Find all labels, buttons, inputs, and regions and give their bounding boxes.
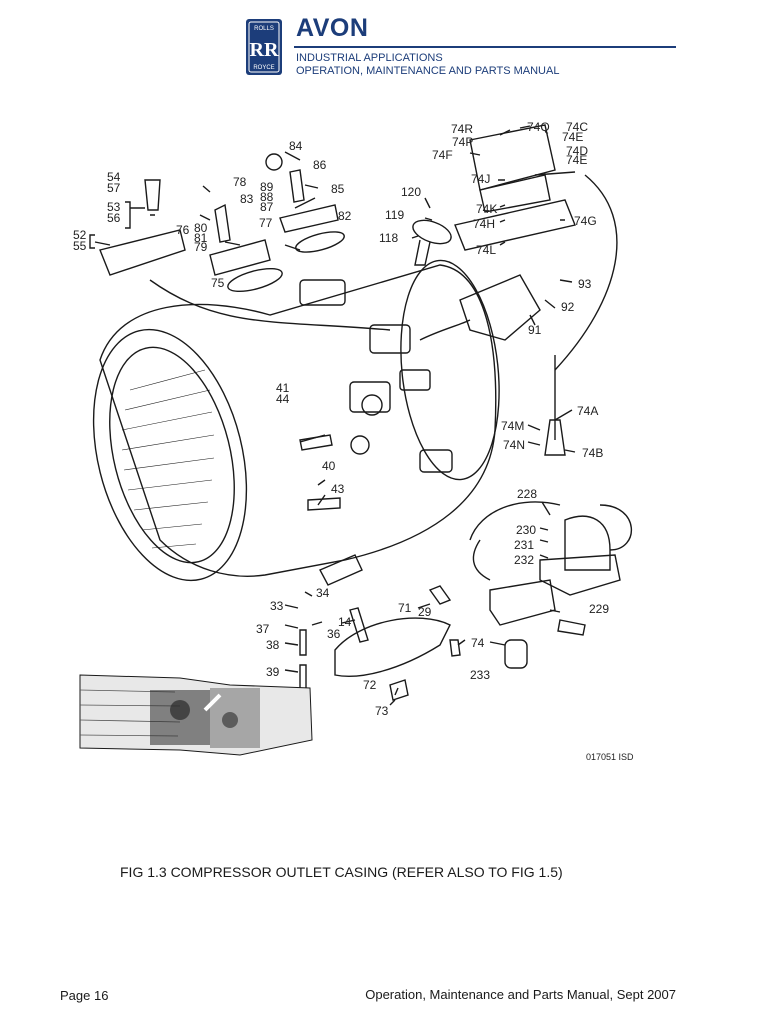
- part-label: 79: [194, 240, 208, 254]
- part-label: 74E: [562, 130, 583, 144]
- header-divider: [294, 46, 676, 48]
- part-label: 232: [514, 553, 534, 567]
- part-label: 85: [331, 182, 345, 196]
- part-label: 74G: [574, 214, 597, 228]
- part-label: 53: [107, 200, 121, 214]
- part-label: 83: [240, 192, 254, 206]
- part-label: 74E: [566, 153, 587, 167]
- part-label: 92: [561, 300, 575, 314]
- part-label: 56: [107, 211, 121, 225]
- part-label: 55: [73, 239, 87, 253]
- part-label: 38: [266, 638, 280, 652]
- part-label: 74H: [473, 217, 495, 231]
- brand-title: AVON: [296, 14, 369, 42]
- part-label: 52: [73, 228, 87, 242]
- part-label: 80: [194, 221, 208, 235]
- part-label: 88: [260, 190, 274, 204]
- part-label: 74P: [452, 135, 473, 149]
- part-label: 74R: [451, 122, 473, 136]
- drawing-reference-id: 017051 ISD: [586, 752, 634, 762]
- part-label: 29: [418, 605, 432, 619]
- part-label: 78: [233, 175, 247, 189]
- part-label: 74Q: [527, 120, 550, 134]
- part-label: 228: [517, 487, 537, 501]
- part-label: 74A: [577, 404, 598, 418]
- part-label: 74C: [566, 120, 588, 134]
- part-label: 84: [289, 139, 303, 153]
- part-label: 119: [385, 208, 404, 222]
- part-label: 75: [211, 276, 225, 290]
- logo-text-top: ROLLS: [254, 26, 274, 32]
- part-label: 71: [398, 601, 412, 615]
- part-label: 74L: [476, 243, 496, 257]
- part-label: 87: [260, 200, 274, 214]
- part-label: 120: [401, 185, 421, 199]
- part-label: 231: [514, 538, 534, 552]
- part-label: 86: [313, 158, 327, 172]
- figure-caption: FIG 1.3 COMPRESSOR OUTLET CASING (REFER …: [120, 864, 563, 880]
- part-label: 37: [256, 622, 270, 636]
- part-label: 33: [270, 599, 284, 613]
- part-label: 41: [276, 381, 290, 395]
- part-label: 44: [276, 392, 290, 406]
- rolls-royce-logo: ROLLS RR ROYCE: [246, 19, 282, 75]
- header-subtitle-2: OPERATION, MAINTENANCE AND PARTS MANUAL: [296, 65, 560, 77]
- part-label: 36: [327, 627, 341, 641]
- part-label: 77: [259, 216, 273, 230]
- exploded-parts-drawing: 74R 74Q 74C 74E 74P 74D 74F 74E 74J 120 …: [73, 120, 633, 756]
- part-label: 91: [528, 323, 542, 337]
- footer-manual-title: Operation, Maintenance and Parts Manual,…: [365, 987, 676, 1002]
- page-number: Page 16: [60, 988, 109, 1003]
- part-label: 93: [578, 277, 592, 291]
- part-label: 74F: [432, 148, 453, 162]
- part-label: 81: [194, 231, 208, 245]
- part-label: 74D: [566, 144, 588, 158]
- part-label: 40: [322, 459, 336, 473]
- header-subtitle-1: INDUSTRIAL APPLICATIONS: [296, 52, 443, 64]
- part-label: 233: [470, 668, 490, 682]
- logo-text-bottom: ROYCE: [253, 65, 274, 71]
- part-label: 230: [516, 523, 536, 537]
- part-label: 73: [375, 704, 389, 718]
- part-label: 76: [176, 223, 190, 237]
- part-label: 34: [316, 586, 330, 600]
- part-label: 57: [107, 181, 121, 195]
- part-label: 14: [338, 615, 352, 629]
- part-label: 74M: [501, 419, 524, 433]
- part-label: 54: [107, 170, 121, 184]
- part-label: 39: [266, 665, 280, 679]
- part-label: 74N: [503, 438, 525, 452]
- part-label: 82: [338, 209, 352, 223]
- part-label: 74B: [582, 446, 603, 460]
- part-label: 74J: [471, 172, 490, 186]
- part-label: 89: [260, 180, 274, 194]
- part-label: 74: [471, 636, 485, 650]
- part-label: 43: [331, 482, 345, 496]
- engine-inset-image: [79, 674, 313, 756]
- part-label: 74K: [476, 202, 497, 216]
- part-label: 229: [589, 602, 609, 616]
- part-label: 118: [379, 231, 398, 245]
- part-label: 72: [363, 678, 377, 692]
- logo-text-rr: RR: [250, 39, 279, 61]
